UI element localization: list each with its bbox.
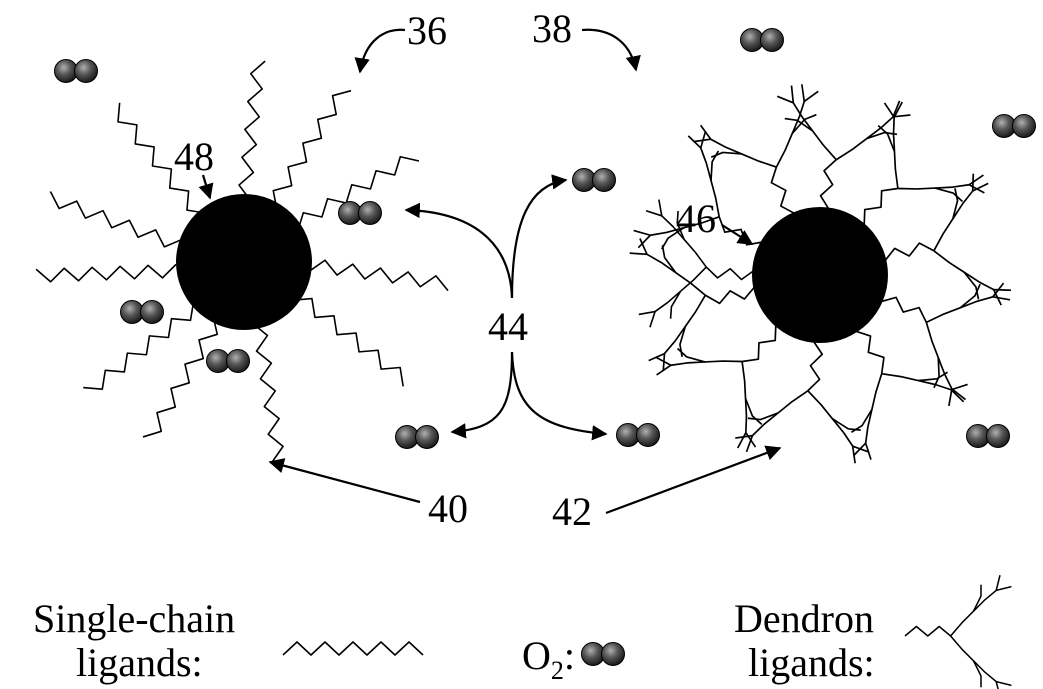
label-38: 38 xyxy=(532,6,572,51)
label-40: 40 xyxy=(428,486,468,531)
o2-molecule xyxy=(120,300,164,324)
nanoparticle-core-left xyxy=(176,194,312,330)
o2-molecule xyxy=(395,425,439,449)
label-44: 44 xyxy=(488,304,528,349)
label-42: 42 xyxy=(552,489,592,534)
o2-molecule xyxy=(966,424,1010,448)
o2-molecule xyxy=(992,114,1036,138)
legend: Single-chain ligands: O2: Dendron ligand… xyxy=(33,574,1013,689)
o2-molecule xyxy=(616,423,660,447)
legend-o2-label: O2: xyxy=(522,633,575,685)
legend-dendron-title: Dendron xyxy=(734,596,874,641)
o2-molecule xyxy=(206,349,250,373)
legend-single-chain-subtitle: ligands: xyxy=(76,640,203,685)
label-46: 46 xyxy=(676,196,716,241)
legend-dendron-symbol xyxy=(904,574,1013,689)
o2-molecule xyxy=(740,28,784,52)
label-48: 48 xyxy=(174,134,214,179)
legend-o2-symbol xyxy=(581,642,625,666)
o2-molecule xyxy=(338,201,382,225)
o2-molecule xyxy=(54,59,98,83)
legend-single-chain-symbol xyxy=(282,641,424,656)
nanoparticle-core-right xyxy=(752,207,888,343)
o2-molecule xyxy=(572,168,616,192)
leader-arrows xyxy=(198,28,782,515)
dendron-particle xyxy=(572,28,1036,468)
label-36: 36 xyxy=(407,8,447,53)
single-chain-particle xyxy=(35,58,451,463)
legend-dendron-subtitle: ligands: xyxy=(748,640,875,685)
legend-single-chain-title: Single-chain xyxy=(33,596,235,641)
